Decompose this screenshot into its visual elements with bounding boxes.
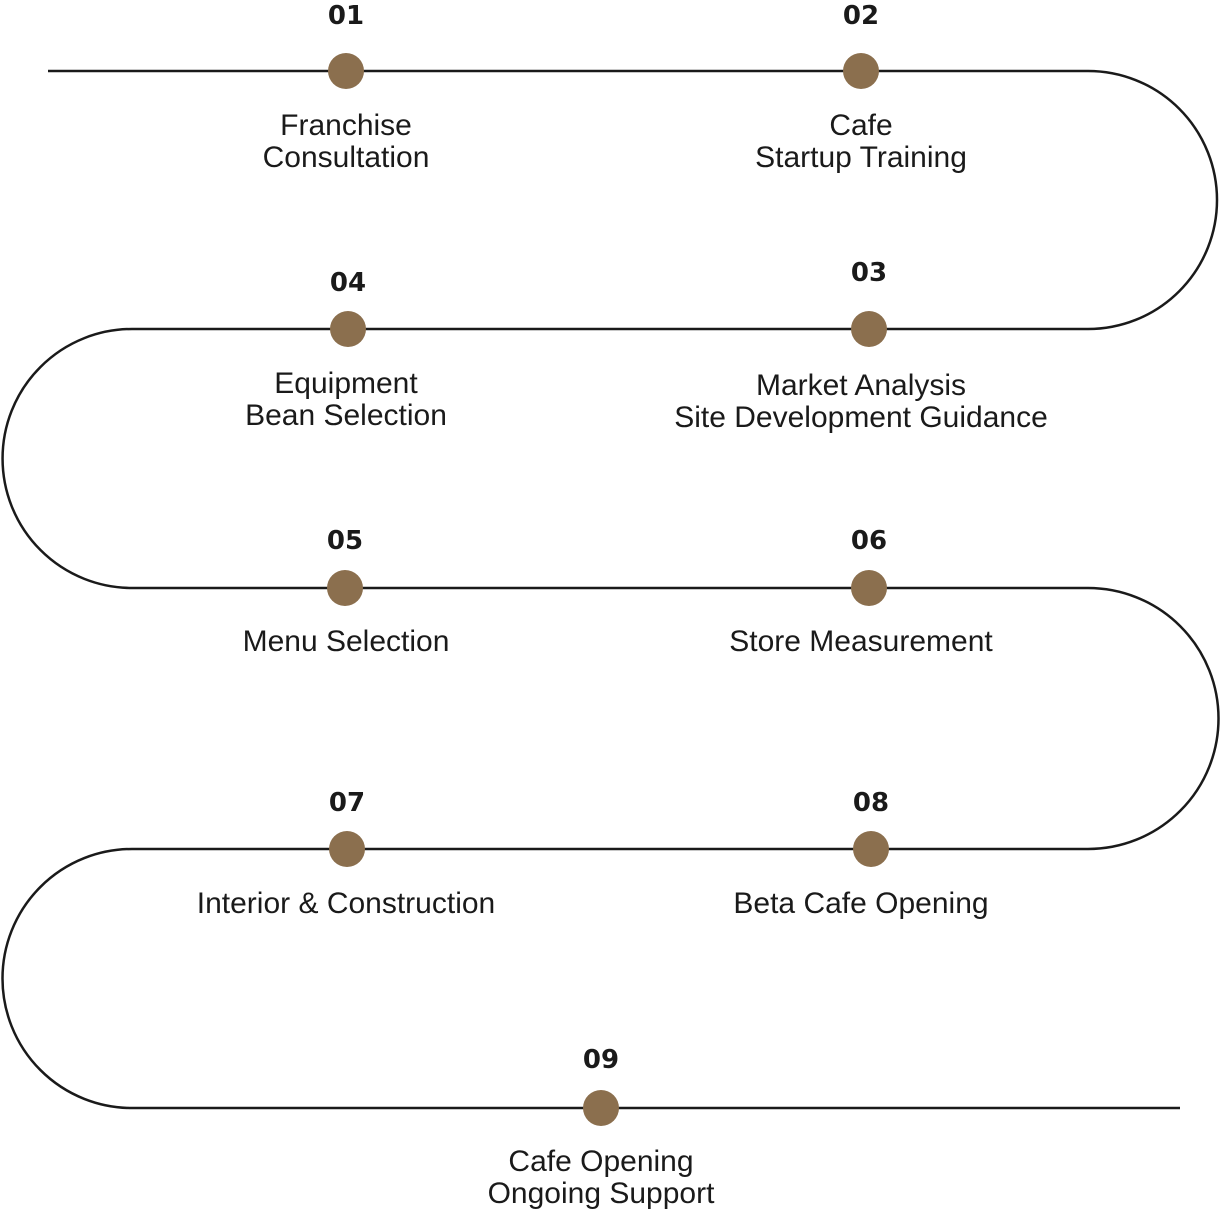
step-label-line: Ongoing Support [488,1177,715,1210]
step-label-line: Startup Training [755,141,967,174]
step-marker [329,831,365,867]
roadmap-path [1,69,1220,1110]
step-label-line: Interior & Construction [197,887,495,920]
step-number: 08 [853,788,889,818]
step-marker [327,570,363,606]
step-number: 04 [330,268,366,298]
step-number: 07 [329,788,365,818]
step-label-line: Market Analysis [756,369,966,402]
step-label: Menu Selection [243,625,450,658]
step-label-line: Bean Selection [245,399,447,432]
step-number: 06 [851,526,887,556]
step-number: 01 [328,1,364,31]
step-marker [843,53,879,89]
step-label: Store Measurement [729,625,993,658]
step-number: 02 [843,1,879,31]
step-marker [853,831,889,867]
step-label: Interior & Construction [197,887,495,920]
step-label-line: Menu Selection [243,625,450,658]
step-marker [851,570,887,606]
step-label-line: Cafe [829,109,892,142]
step-number: 05 [327,526,363,556]
step-label-line: Beta Cafe Opening [733,887,988,920]
step-marker [330,311,366,347]
step-label-line: Store Measurement [729,625,993,658]
step-label-line: Franchise [280,109,412,142]
step-number: 03 [851,258,887,288]
step-label-line: Equipment [274,367,418,400]
step-number: 09 [583,1045,619,1075]
step-label: Beta Cafe Opening [733,887,988,920]
step-marker [583,1090,619,1126]
step-label-line: Cafe Opening [508,1145,693,1178]
step-label-line: Consultation [263,141,430,174]
step-label-line: Site Development Guidance [674,401,1048,434]
step-marker [328,53,364,89]
step-marker [851,311,887,347]
